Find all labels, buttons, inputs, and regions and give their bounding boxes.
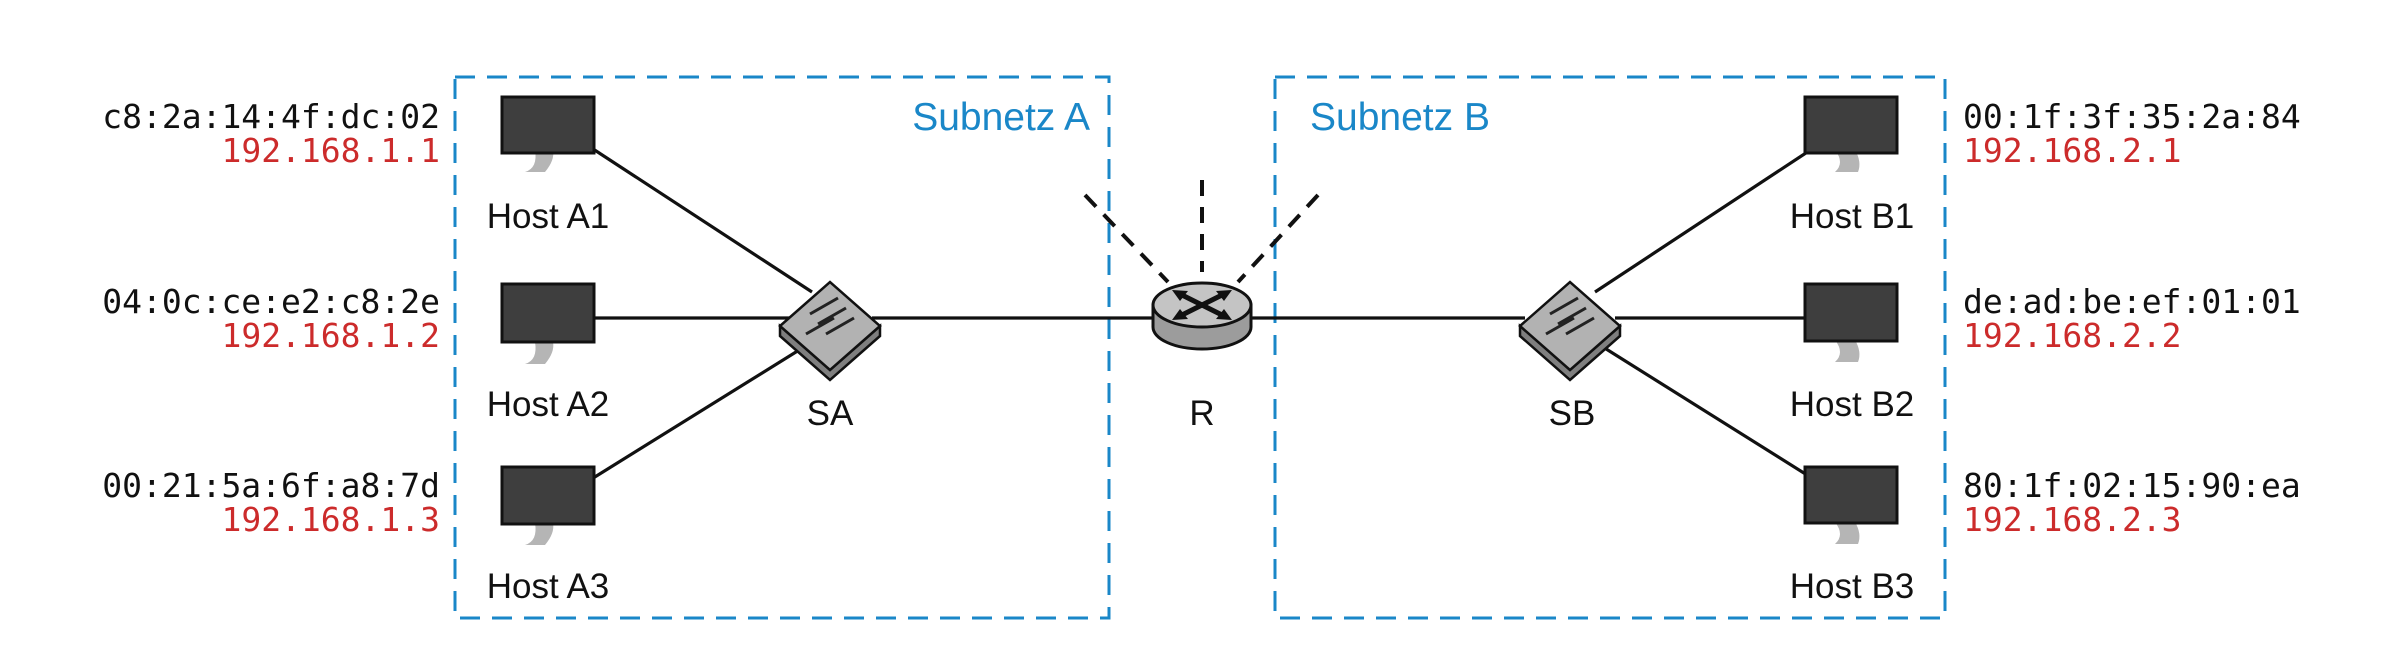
subnet-b-boundary xyxy=(1273,75,1947,620)
host-b3 xyxy=(1803,465,1899,544)
computer-monitor-icon xyxy=(1803,95,1899,155)
computer-monitor-icon xyxy=(1803,465,1899,525)
host-a3 xyxy=(500,465,596,545)
host-a3-label: Host A3 xyxy=(487,567,610,606)
computer-monitor-icon xyxy=(525,150,554,172)
host-b2-ip: 192.168.2.2 xyxy=(1963,316,2182,355)
computer-monitor-icon xyxy=(1803,282,1899,343)
subnet-b-label: Subnetz B xyxy=(1310,96,1490,139)
switch-sa-label: SA xyxy=(807,394,854,433)
host-b3-mac: 80:1f:02:15:90:ea xyxy=(1963,466,2301,505)
host-b1-mac: 00:1f:3f:35:2a:84 xyxy=(1963,97,2301,136)
computer-monitor-icon xyxy=(1835,150,1860,172)
host-a2-ip: 192.168.1.2 xyxy=(221,316,440,355)
router-r xyxy=(1151,281,1253,351)
link-a3-sa xyxy=(589,340,813,482)
host-b2-label: Host B2 xyxy=(1790,385,1915,424)
host-b1 xyxy=(1803,95,1899,172)
host-b1-ip: 192.168.2.1 xyxy=(1963,131,2182,170)
host-a2-mac: 04:0c:ce:e2:c8:2e xyxy=(102,282,440,321)
network-switch-icon xyxy=(778,280,882,382)
host-a1-ip: 192.168.1.1 xyxy=(221,131,440,170)
host-b2-mac: de:ad:be:ef:01:01 xyxy=(1963,282,2301,321)
switch-sa xyxy=(778,280,882,382)
link-sb-b1 xyxy=(1594,145,1816,294)
computer-monitor-icon xyxy=(1835,522,1860,544)
computer-monitor-icon xyxy=(1835,340,1860,362)
host-a1 xyxy=(500,95,596,172)
switch-sb xyxy=(1518,280,1622,382)
router-label: R xyxy=(1189,394,1214,433)
host-b1-label: Host B1 xyxy=(1790,197,1915,236)
computer-monitor-icon xyxy=(525,342,554,364)
wireless-signal-icon xyxy=(1083,180,1320,284)
router-icon xyxy=(1151,281,1253,351)
network-links xyxy=(589,145,1816,482)
host-a2-label: Host A2 xyxy=(487,385,610,424)
switch-sb-label: SB xyxy=(1549,394,1596,433)
link-sb-b3 xyxy=(1594,340,1816,482)
host-b2 xyxy=(1803,282,1899,362)
computer-monitor-icon xyxy=(500,282,596,344)
computer-monitor-icon xyxy=(500,95,596,155)
host-b3-ip: 192.168.2.3 xyxy=(1963,500,2182,539)
computer-monitor-icon xyxy=(525,523,554,545)
subnet-a-boundary xyxy=(453,75,1111,620)
host-a3-ip: 192.168.1.3 xyxy=(221,500,440,539)
host-a3-mac: 00:21:5a:6f:a8:7d xyxy=(102,466,440,505)
subnet-a-label: Subnetz A xyxy=(912,96,1090,139)
host-b3-label: Host B3 xyxy=(1790,567,1915,606)
computer-monitor-icon xyxy=(500,465,596,526)
network-switch-icon xyxy=(1518,280,1622,382)
host-a2 xyxy=(500,282,596,364)
host-a1-mac: c8:2a:14:4f:dc:02 xyxy=(102,97,440,136)
link-a1-sa xyxy=(589,145,813,294)
host-a1-label: Host A1 xyxy=(487,197,610,236)
